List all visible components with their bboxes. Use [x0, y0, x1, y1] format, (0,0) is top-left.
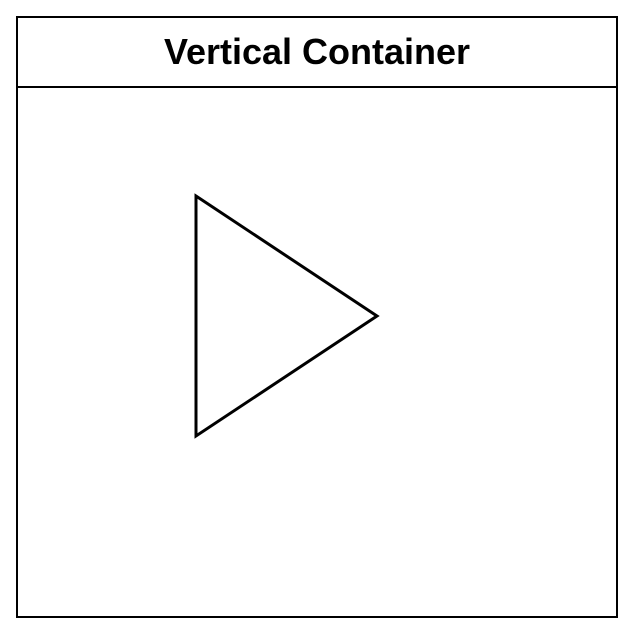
vertical-container[interactable]: Vertical Container — [16, 16, 618, 618]
container-header: Vertical Container — [18, 18, 616, 88]
container-title: Vertical Container — [163, 31, 471, 72]
